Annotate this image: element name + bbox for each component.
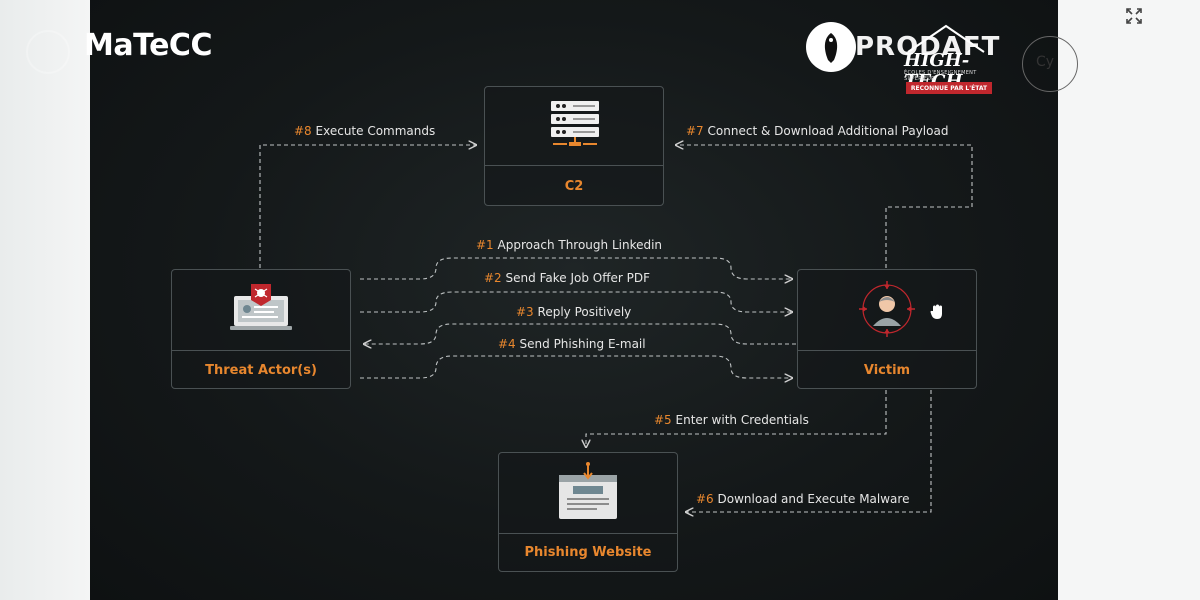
- c2-label: C2: [564, 179, 584, 194]
- left-window-strip: [0, 0, 90, 600]
- phishing-website-node: Phishing Website: [498, 452, 678, 572]
- phishing-website-label: Phishing Website: [524, 545, 652, 560]
- threat-actor-label: Threat Actor(s): [205, 363, 317, 378]
- step-8-label: #8 Execute Commands: [294, 124, 436, 138]
- step-1-label: #1 Approach Through Linkedin: [476, 238, 663, 252]
- threat-actor-node: Threat Actor(s): [171, 269, 351, 389]
- arrow-step-5: [586, 390, 887, 447]
- step-6-label: #6 Download and Execute Malware: [696, 492, 910, 506]
- arrow-step-8: [259, 145, 476, 268]
- cy-logo-ring: [1022, 36, 1078, 92]
- step-7-label: #7 Connect & Download Additional Payload: [686, 124, 949, 138]
- victim-label: Victim: [863, 363, 911, 378]
- webpage-icon: [557, 461, 619, 525]
- step-5-label: #5 Enter with Credentials: [654, 413, 809, 427]
- step-4-label: #4 Send Phishing E-mail: [498, 337, 646, 351]
- high-tech-subtitle: ÉCOLES D'ENSEIGNEMENT SUPÉRIEUR: [904, 70, 977, 82]
- arrow-step-7: [676, 145, 973, 268]
- high-tech-badge: RECONNUE PAR L'ÉTAT: [906, 82, 992, 94]
- server-rack-icon: [549, 99, 601, 151]
- arrow-step-6: [686, 390, 932, 512]
- targeted-user-icon: [856, 280, 918, 342]
- step-2-label: #2 Send Fake Job Offer PDF: [484, 271, 650, 285]
- arrow-step-4: [360, 355, 792, 378]
- right-window-strip: [1058, 0, 1200, 600]
- matecc-globe-icon: [26, 30, 70, 74]
- victim-node: Victim: [797, 269, 977, 389]
- hand-cursor-icon: [930, 304, 944, 324]
- arrow-step-3: [364, 323, 796, 344]
- bird-logo-icon: [806, 22, 856, 72]
- expand-icon[interactable]: [1122, 4, 1146, 28]
- c2-node: C2: [484, 86, 664, 206]
- matecc-logo: MaTeCC: [84, 28, 212, 63]
- bug-alert-icon: [230, 282, 292, 336]
- arrow-step-2: [360, 291, 792, 312]
- step-3-label: #3 Reply Positively: [516, 305, 632, 319]
- arrow-step-1: [360, 257, 792, 279]
- cy-logo-text: Cy: [1036, 54, 1055, 70]
- high-tech-logo: HIGH-TECH ÉCOLES D'ENSEIGNEMENT SUPÉRIEU…: [898, 24, 994, 98]
